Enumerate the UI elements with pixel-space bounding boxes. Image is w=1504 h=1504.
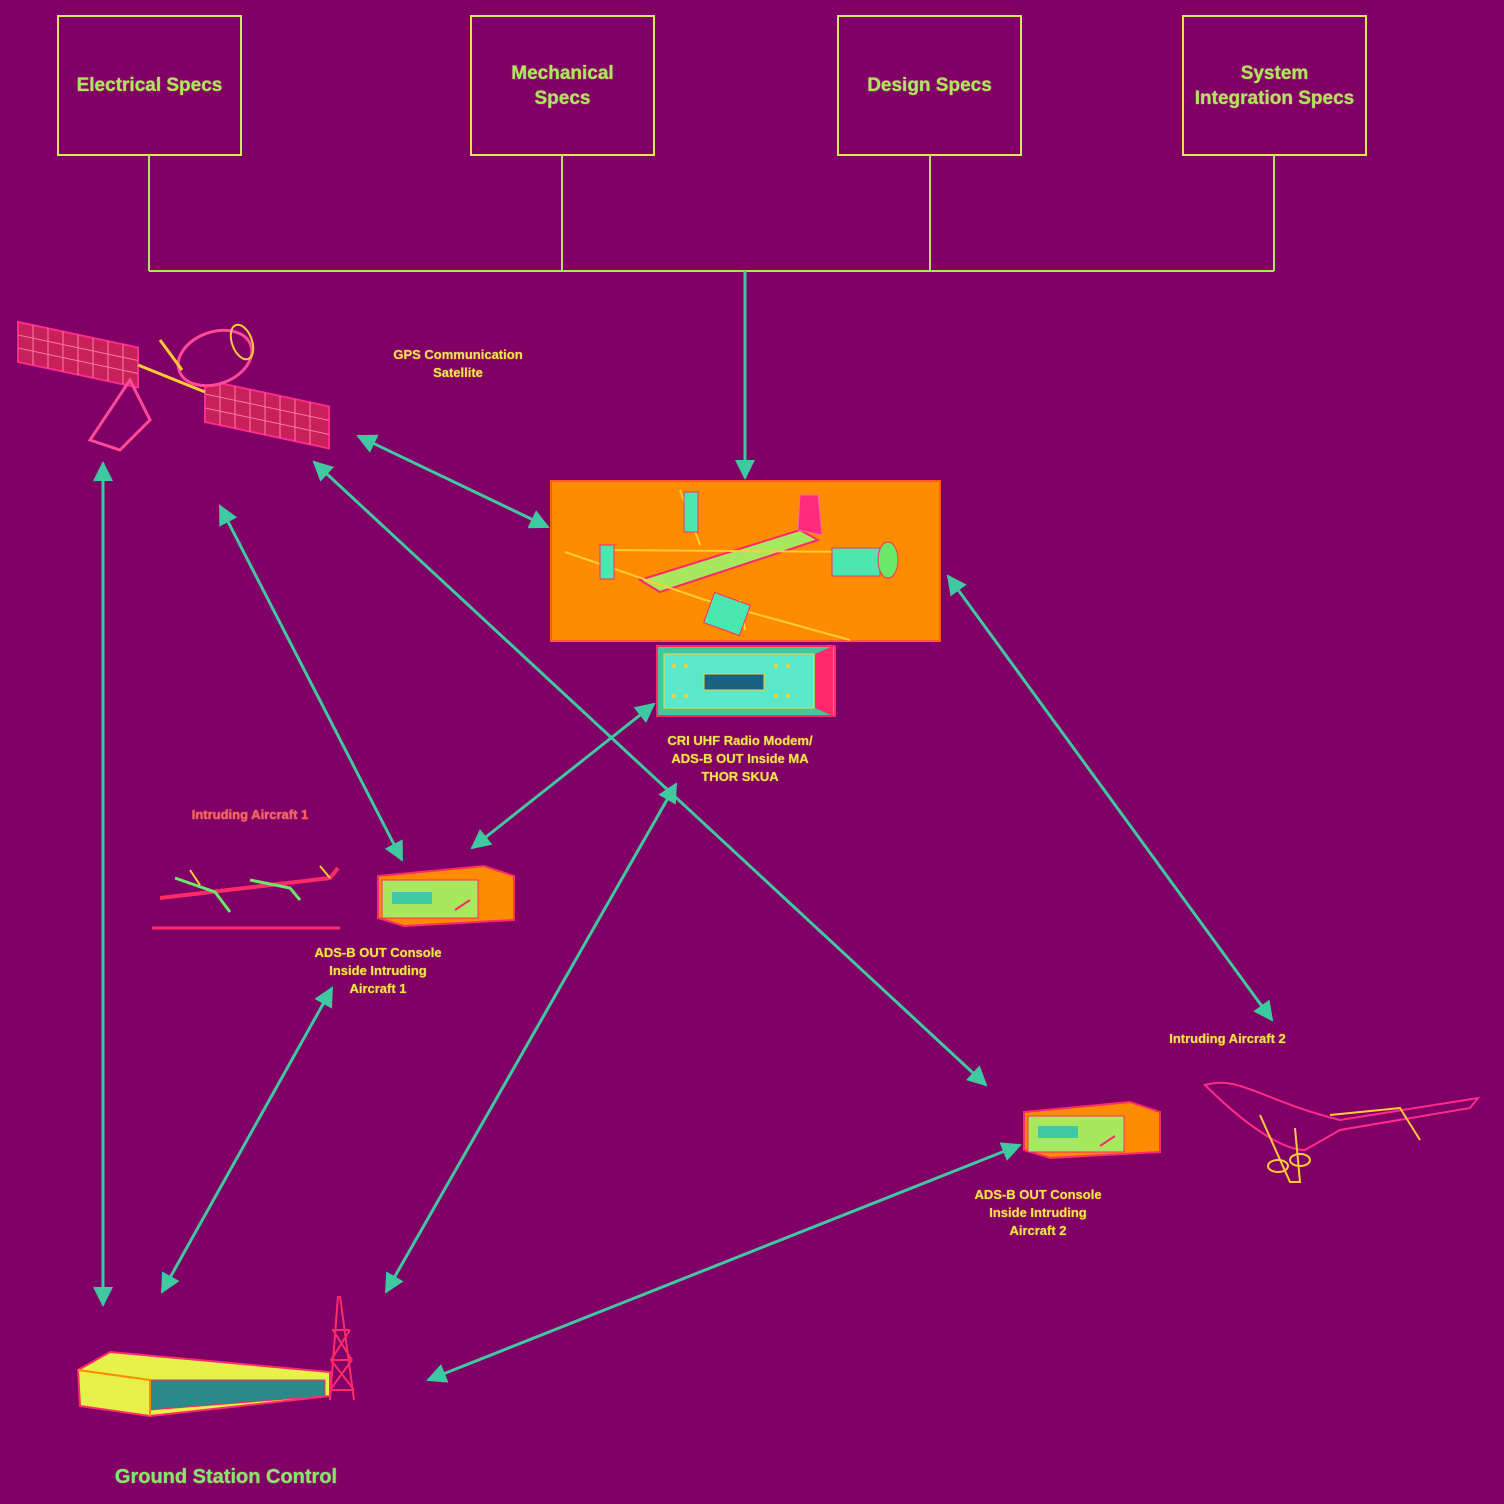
spec-box-design: Design Specs bbox=[837, 15, 1022, 156]
airliner-icon bbox=[152, 865, 340, 930]
link-satellite-console-1 bbox=[218, 504, 404, 862]
satellite-icon bbox=[17, 320, 330, 452]
spec-box-electrical-label: Electrical Specs bbox=[76, 75, 223, 96]
gps-satellite-label: GPS Communication Satellite bbox=[393, 347, 523, 380]
intruding-aircraft-1-label: Intruding Aircraft 1 bbox=[191, 807, 309, 822]
uav-drone-icon bbox=[550, 480, 941, 642]
ground-station-label: Ground Station Control bbox=[114, 1466, 338, 1488]
spec-box-mechanical: Mechanical Specs bbox=[470, 15, 655, 156]
link-modem-ground bbox=[384, 782, 678, 1294]
link-console-1-ground bbox=[160, 986, 334, 1294]
console-unit-icon-2 bbox=[1023, 1100, 1161, 1160]
spec-box-system-integration: System Integration Specs bbox=[1182, 15, 1367, 156]
radio-modem-icon bbox=[656, 645, 836, 717]
console-aircraft-2-label: ADS-B OUT Console Inside Intruding Aircr… bbox=[974, 1187, 1102, 1238]
link-console-2-ground bbox=[426, 1142, 1022, 1383]
ground-station-icon bbox=[76, 1350, 331, 1418]
spec-box-mechanical-label: Mechanical Specs bbox=[511, 62, 614, 109]
link-satellite-uav bbox=[356, 434, 550, 529]
console-aircraft-1-label: ADS-B OUT Console Inside Intruding Aircr… bbox=[314, 945, 442, 996]
spec-box-design-label: Design Specs bbox=[867, 75, 992, 96]
airliner-icon-2 bbox=[1203, 1081, 1481, 1183]
radio-tower-icon bbox=[329, 1295, 355, 1401]
spec-tree-connectors bbox=[148, 156, 1275, 272]
spec-box-system-integration-label: System Integration Specs bbox=[1194, 62, 1355, 109]
radio-modem-label: CRI UHF Radio Modem/ ADS-B OUT Inside MA… bbox=[667, 733, 813, 784]
link-uav-aircraft-2 bbox=[946, 574, 1274, 1022]
console-unit-icon bbox=[377, 864, 515, 928]
spec-box-electrical: Electrical Specs bbox=[57, 15, 242, 156]
intruding-aircraft-2-label: Intruding Aircraft 2 bbox=[1169, 1031, 1286, 1046]
